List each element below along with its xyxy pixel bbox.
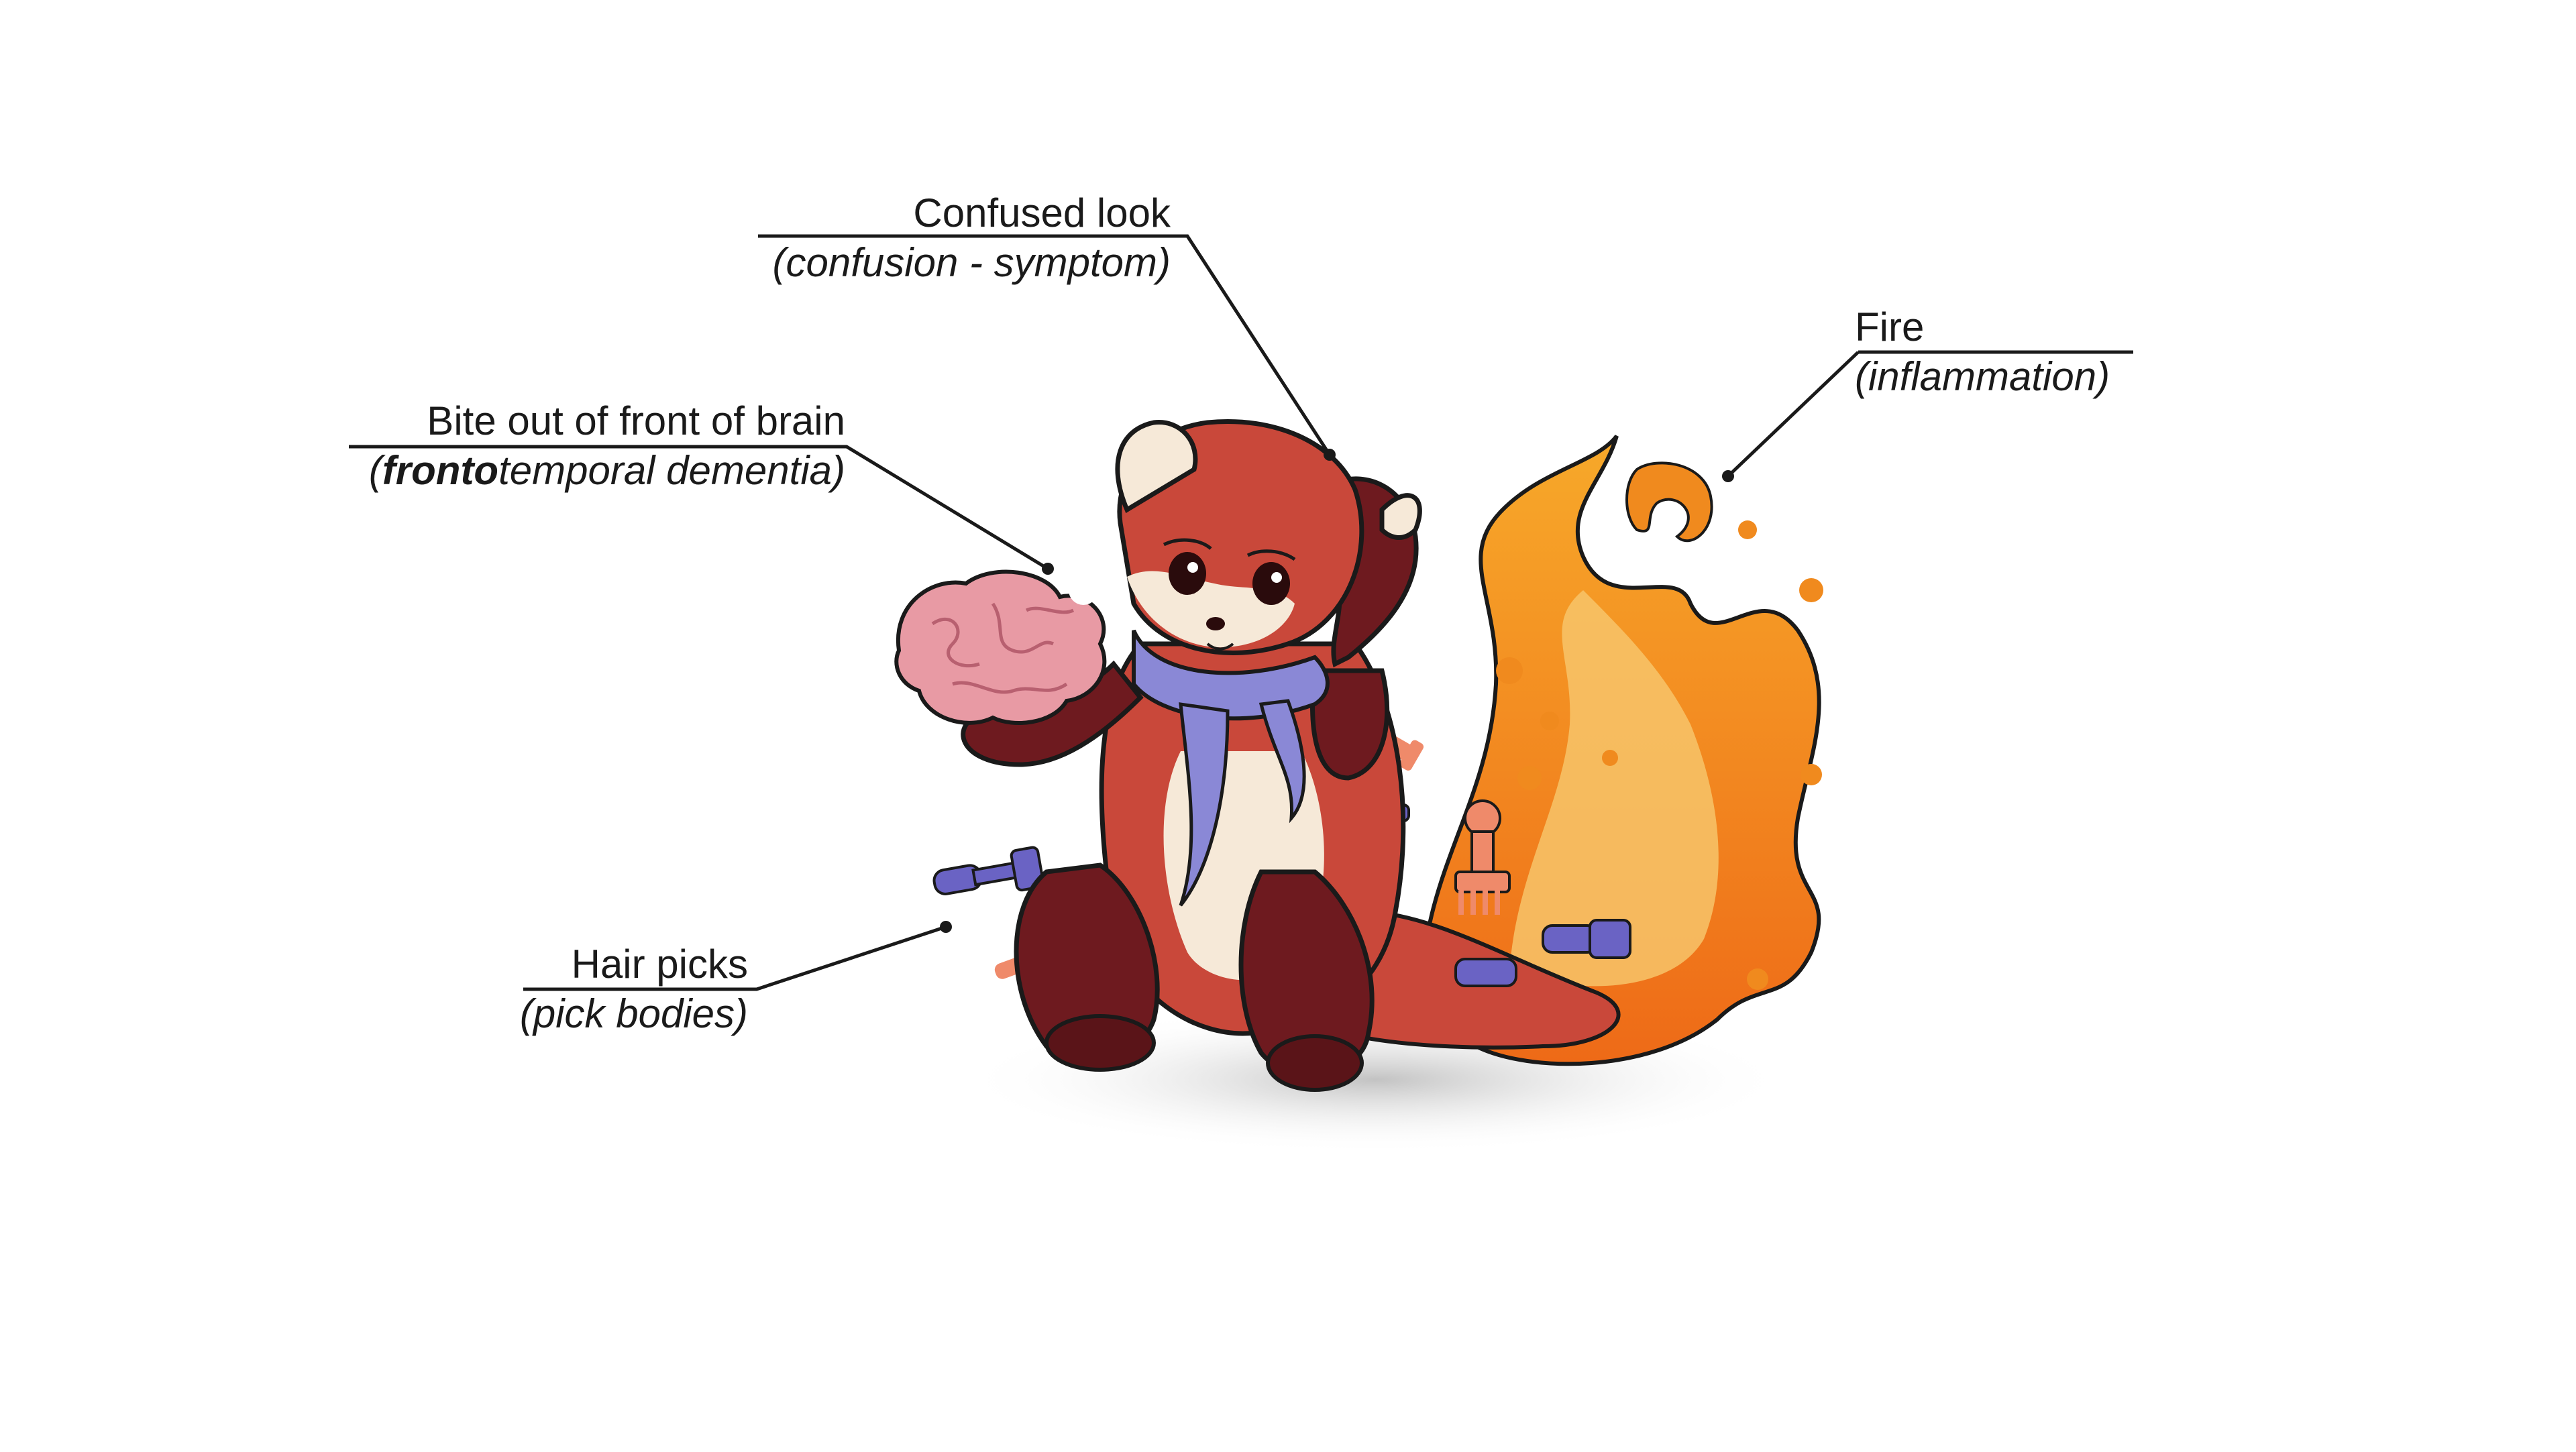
label-fire: Fire (inflammation) (1855, 307, 2110, 397)
label-bite-brain: Bite out of front of brain (frontotempor… (369, 401, 845, 491)
leader-lines (349, 234, 2133, 991)
leader-dots (940, 449, 1734, 933)
red-panda (961, 419, 1422, 1092)
label-bite-detail-rest: temporal dementia) (498, 448, 845, 493)
label-picks-detail: (pick bodies) (519, 991, 748, 1036)
label-confused-detail: (confusion - symptom) (772, 240, 1171, 285)
label-confused-title: Confused look (913, 190, 1171, 235)
label-hair-picks: Hair picks (pick bodies) (520, 944, 748, 1034)
label-bite-detail-open: ( (368, 448, 382, 493)
label-fire-title: Fire (1855, 304, 1925, 349)
label-confused-look: Confused look (confusion - symptom) (773, 193, 1171, 283)
label-bite-detail-bold: fronto (382, 448, 499, 493)
fire-tail (1419, 435, 1823, 1066)
label-picks-title: Hair picks (571, 942, 748, 987)
label-fire-detail: (inflammation) (1855, 354, 2110, 399)
label-bite-title: Bite out of front of brain (427, 398, 845, 443)
label-bite-detail: (frontotemporal dementia) (369, 451, 845, 491)
brain-with-bite (894, 569, 1107, 725)
